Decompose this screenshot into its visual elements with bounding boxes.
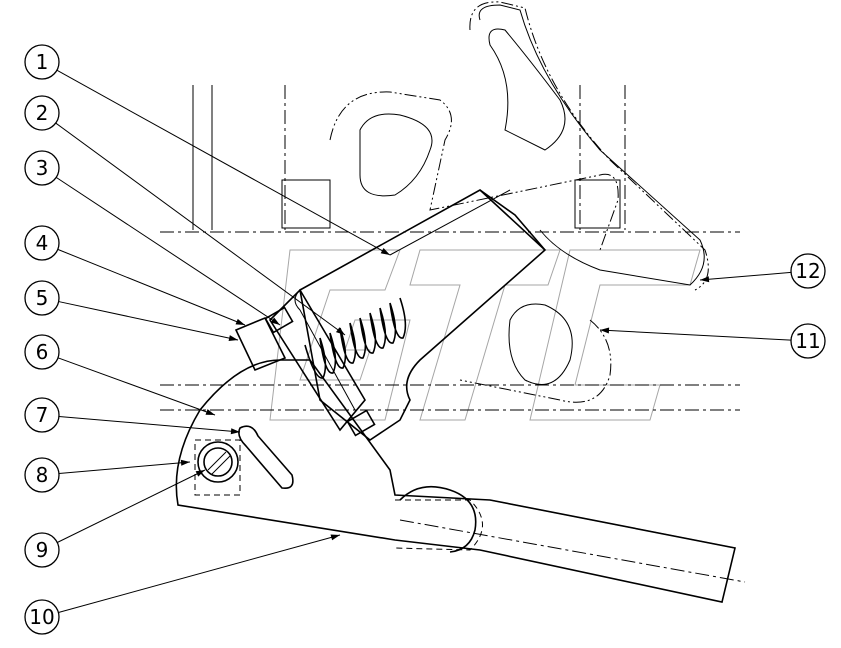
callout-circle	[790, 253, 826, 289]
leader-line-10	[58, 534, 341, 613]
leader-line-6	[57, 357, 216, 416]
leader-arrow-1	[380, 248, 390, 255]
callout-number: 5	[36, 286, 49, 310]
callout-circle	[24, 599, 60, 635]
callout-circle	[24, 150, 60, 186]
callout-8: 8	[24, 457, 60, 493]
callout-number: 3	[36, 156, 49, 180]
callout-circle	[24, 457, 60, 493]
leader-line-11	[599, 329, 792, 341]
leader-line-3	[55, 176, 281, 326]
leader-line-12	[699, 271, 792, 281]
leader-arrow-4	[235, 318, 245, 325]
leader-line-7	[58, 415, 241, 433]
leader-arrow-9	[195, 470, 205, 477]
watermark-logo	[269, 249, 701, 421]
callout-number: 6	[36, 340, 49, 364]
callout-3: 3	[24, 150, 60, 186]
callout-9: 9	[24, 532, 60, 568]
leader-line-5	[58, 301, 239, 341]
callout-6: 6	[24, 334, 60, 370]
leader-line-1	[56, 69, 391, 256]
leader-arrow-11	[600, 327, 610, 334]
leader-line-2	[55, 122, 346, 336]
callout-4: 4	[24, 225, 60, 261]
callout-circle	[790, 323, 826, 359]
frame-lines	[160, 85, 740, 411]
callout-number: 11	[795, 329, 820, 353]
callout-circle	[24, 95, 60, 131]
callout-12: 12	[790, 253, 826, 289]
callout-number: 10	[29, 605, 54, 629]
pin-and-slot	[194, 425, 294, 496]
callout-number: 9	[36, 538, 49, 562]
leader-arrow-6	[205, 409, 215, 415]
callout-number: 7	[36, 403, 49, 427]
callout-10: 10	[24, 599, 60, 635]
housing-cylinder	[234, 189, 547, 441]
callout-circle	[24, 44, 60, 80]
callout-number: 12	[795, 259, 820, 283]
leader-arrow-10	[330, 534, 340, 541]
callout-number: 1	[36, 50, 49, 74]
leader-arrow-2	[335, 327, 345, 335]
callout-1: 1	[24, 44, 60, 80]
leader-line-4	[57, 248, 246, 326]
spring	[304, 297, 407, 379]
callout-number: 8	[36, 463, 49, 487]
leader-arrow-7	[230, 428, 240, 435]
callout-circle	[24, 397, 60, 433]
leader-arrow-12	[700, 276, 710, 283]
leader-line-9	[57, 469, 206, 543]
callout-circle	[24, 280, 60, 316]
lever-assembly	[175, 359, 746, 603]
phantom-positions	[329, 1, 709, 403]
callout-number: 2	[36, 101, 49, 125]
callout-circle	[24, 225, 60, 261]
leader-arrow-5	[228, 335, 238, 342]
callout-circle	[24, 532, 60, 568]
leader-arrow-3	[270, 317, 280, 325]
leader-line-8	[58, 461, 191, 475]
callout-number: 4	[36, 231, 49, 255]
callout-2: 2	[24, 95, 60, 131]
callout-11: 11	[790, 323, 826, 359]
leader-arrow-8	[180, 459, 190, 466]
callout-circle	[24, 334, 60, 370]
leader-lines	[55, 69, 792, 613]
callout-7: 7	[24, 397, 60, 433]
callout-5: 5	[24, 280, 60, 316]
